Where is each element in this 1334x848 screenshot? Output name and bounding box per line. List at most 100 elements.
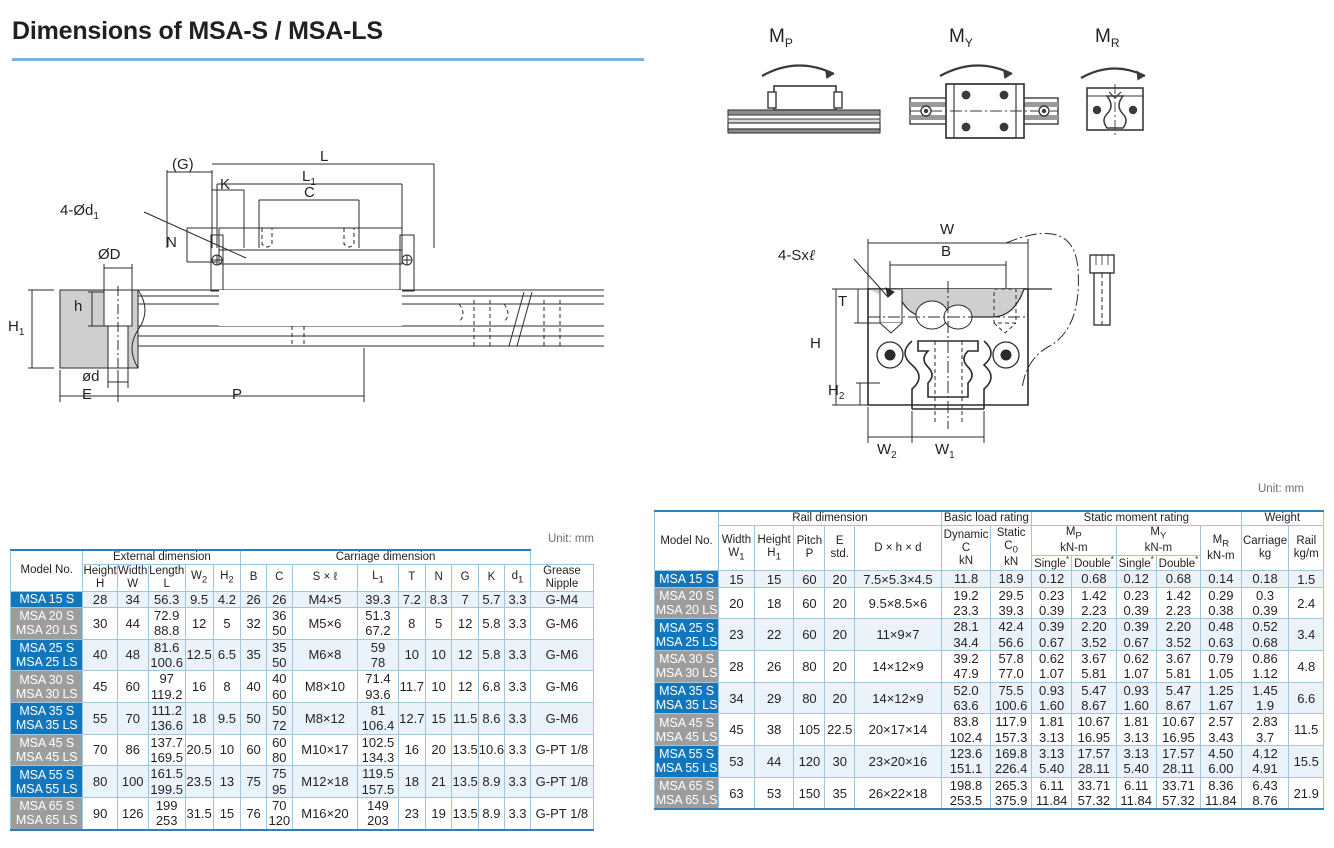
cell-rail-height-h1: 29 bbox=[753, 681, 795, 715]
cell-rail-height-h1: 44 bbox=[753, 745, 795, 778]
cell-grease-nipple: G-M6 bbox=[529, 701, 595, 735]
th-w2: W2 bbox=[184, 563, 214, 592]
cell-s-x-l: M12×18 bbox=[291, 765, 359, 798]
dim-label-h: h bbox=[74, 298, 83, 315]
dim-label-P: P bbox=[232, 386, 243, 403]
cell-b: 26 bbox=[240, 590, 267, 608]
cell-w2: 12.5 bbox=[184, 638, 214, 672]
moment-yaw-label: MY bbox=[949, 26, 973, 50]
th-g: G bbox=[451, 563, 479, 592]
right-table-head: Model No. Rail dimension Basic load rati… bbox=[653, 509, 1325, 572]
th-h2: H2 bbox=[212, 563, 242, 592]
cell-my-double: 0.68 bbox=[1155, 570, 1202, 588]
cell-h2: 13 bbox=[212, 765, 242, 798]
row-model-label[interactable]: MSA 15 S bbox=[9, 590, 84, 608]
moment-roll-icon bbox=[1080, 67, 1146, 136]
cell-d1: 3.3 bbox=[504, 796, 531, 831]
cell-g: 12 bbox=[451, 606, 479, 640]
cell-h2: 9.5 bbox=[212, 701, 242, 735]
cell-weight-carriage: 0.18 bbox=[1240, 570, 1290, 588]
cell-b: 75 bbox=[240, 765, 267, 798]
th-b: B bbox=[240, 563, 267, 592]
th-model-no-right: Model No. bbox=[653, 510, 720, 572]
cell-height-h: 45 bbox=[82, 670, 118, 703]
cell-grease-nipple: G-M4 bbox=[529, 590, 595, 608]
cell-t: 16 bbox=[397, 733, 426, 767]
cell-n: 10 bbox=[424, 638, 453, 672]
cell-k: 8.9 bbox=[477, 796, 506, 831]
side-view-drawing: (G) K L L1 C 4-Ød1 N ØD h H1 ød E P bbox=[4, 140, 624, 420]
cell-rail-pitch-p: 150 bbox=[793, 776, 826, 811]
cell-rail-dhd: 14×12×9 bbox=[854, 681, 942, 715]
dim-label-H2: H2 bbox=[828, 382, 845, 402]
cell-width-w: 70 bbox=[116, 701, 149, 735]
cell-height-h: 90 bbox=[82, 796, 118, 831]
th-my-single: Single* bbox=[1115, 554, 1157, 572]
cell-weight-rail: 21.9 bbox=[1288, 776, 1324, 811]
cell-rail-pitch-p: 120 bbox=[793, 745, 826, 778]
dim-label-4-Od1: 4-Ød1 bbox=[60, 202, 99, 222]
cell-grease-nipple: G-PT 1/8 bbox=[529, 796, 595, 831]
cell-l1: 39.3 bbox=[357, 590, 399, 608]
dim-label-E: E bbox=[82, 386, 93, 403]
cell-height-h: 28 bbox=[82, 590, 118, 608]
dim-label-K: K bbox=[220, 176, 231, 193]
row-model-label[interactable]: MSA 15 S bbox=[653, 570, 720, 588]
cell-h2: 15 bbox=[212, 796, 242, 831]
cell-rail-pitch-p: 105 bbox=[793, 713, 826, 747]
cell-length-l: 56.3 bbox=[147, 590, 186, 608]
th-external-dimension: External dimension bbox=[82, 548, 242, 565]
cell-t: 7.2 bbox=[397, 590, 426, 608]
cell-width-w: 34 bbox=[116, 590, 149, 608]
cell-h2: 4.2 bbox=[212, 590, 242, 608]
cell-k: 8.9 bbox=[477, 765, 506, 798]
cell-width-w: 100 bbox=[116, 765, 149, 798]
dim-label-N: N bbox=[166, 234, 177, 251]
cell-s-x-l: M5×6 bbox=[291, 606, 359, 640]
cell-k: 5.8 bbox=[477, 606, 506, 640]
cross-section-svg bbox=[832, 232, 1115, 443]
cell-rail-e-std: 20 bbox=[824, 570, 856, 588]
cell-weight-rail: 1.5 bbox=[1288, 570, 1324, 588]
